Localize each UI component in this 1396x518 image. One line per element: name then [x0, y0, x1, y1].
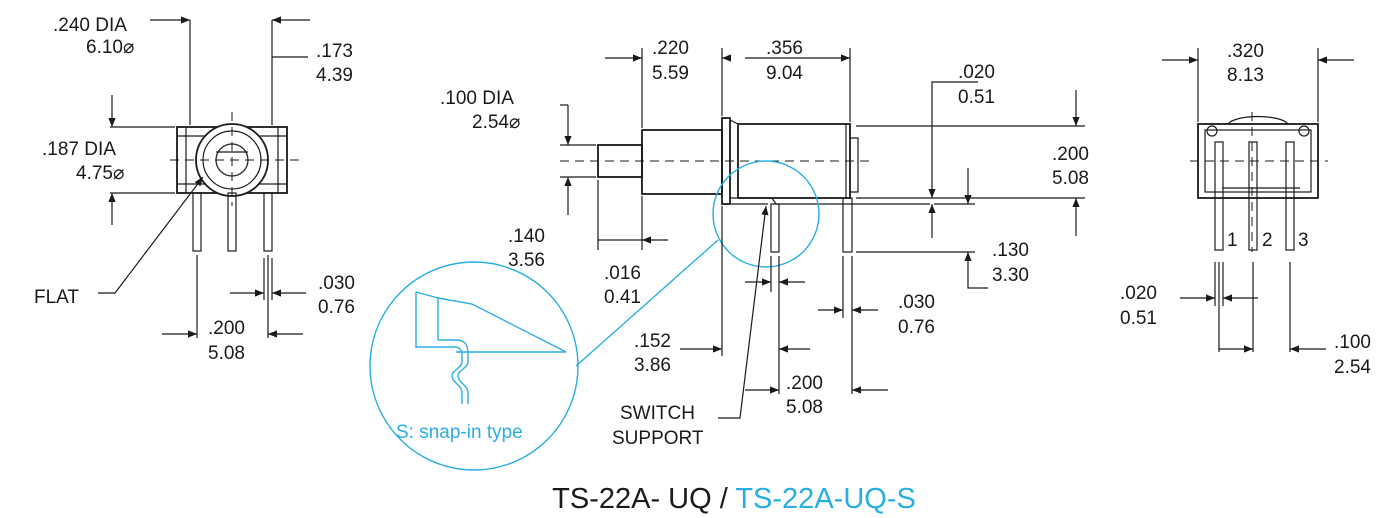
side-height-mm: 5.08 [1052, 168, 1089, 189]
end-pin-label-3: 3 [1298, 230, 1309, 251]
end-width-in: .320 [1227, 41, 1264, 62]
front-pin-left [192, 192, 202, 252]
side-support-label-1: SWITCH [620, 403, 695, 424]
end-pitch-in: .100 [1334, 332, 1371, 353]
side-shaft-dia-in: .100 DIA [440, 88, 514, 109]
side-gap-in: .020 [958, 62, 995, 83]
side-support-pos-mm: 3.86 [634, 355, 671, 376]
front-view: .240 DIA 6.10⌀ .173 4.39 .187 DIA 4.75⌀ … [34, 15, 355, 364]
front-pin-thk-in: .030 [318, 273, 355, 294]
front-pitch-mm: 5.08 [208, 343, 245, 364]
end-pin-3 [1285, 141, 1295, 251]
side-pin-len-in: .130 [992, 240, 1029, 261]
front-pin-thk-mm: 0.76 [318, 297, 355, 318]
snap-in-caption: S: snap-in type [396, 422, 523, 443]
end-pin-label-2: 2 [1262, 230, 1273, 251]
side-height-in: .200 [1052, 144, 1089, 165]
side-detail-circle [712, 160, 820, 268]
side-support-pin [770, 203, 780, 253]
end-pin-2 [1248, 141, 1258, 251]
end-width-mm: 8.13 [1227, 65, 1264, 86]
side-bushing [641, 129, 723, 195]
front-offset-in: .173 [316, 41, 353, 62]
side-pin-pitch-in: .200 [786, 373, 823, 394]
front-flat-label: FLAT [34, 287, 79, 308]
front-dia-inner-in: .187 DIA [42, 139, 116, 160]
end-pin-1 [1214, 141, 1224, 251]
end-view: .320 8.13 1 2 3 .020 0.51 .100 2.54 [1120, 41, 1371, 378]
title-model-snap: TS-22A-UQ-S [735, 483, 915, 515]
side-pin-thk-mm: 0.76 [898, 317, 935, 338]
end-pin-label-1: 1 [1227, 230, 1238, 251]
side-pin-pitch-mm: 5.08 [786, 397, 823, 418]
front-offset-mm: 4.39 [316, 65, 353, 86]
side-len-a-mm: 5.59 [652, 63, 689, 84]
end-pin-thk-in: .020 [1120, 283, 1157, 304]
side-view: .100 DIA 2.54⌀ .220 5.59 .356 9.04 .020 … [440, 38, 1089, 449]
drawing-title: TS-22A- UQ / TS-22A-UQ-S [552, 483, 916, 515]
side-terminal-pin [842, 197, 853, 253]
side-support-thk-in: .016 [604, 263, 641, 284]
front-dia-outer-in: .240 DIA [53, 15, 127, 36]
side-len-b-in: .356 [766, 38, 803, 59]
side-shaft-dia-mm: 2.54⌀ [472, 112, 520, 133]
side-shaft-len-mm: 3.56 [508, 250, 545, 271]
side-support-label-2: SUPPORT [612, 428, 704, 449]
side-gap-mm: 0.51 [958, 87, 995, 108]
side-support-pos-in: .152 [634, 331, 671, 352]
side-len-a-in: .220 [652, 38, 689, 59]
end-pitch-mm: 2.54 [1334, 357, 1371, 378]
end-pin-thk-mm: 0.51 [1120, 308, 1157, 329]
title-separator: / [712, 483, 736, 515]
front-pitch-in: .200 [208, 318, 245, 339]
side-shaft-len-in: .140 [508, 226, 545, 247]
side-len-b-mm: 9.04 [766, 63, 803, 84]
side-pin-len-mm: 3.30 [992, 265, 1029, 286]
snap-in-detail: S: snap-in type [369, 239, 719, 471]
front-dia-outer-mm: 6.10⌀ [86, 37, 134, 58]
front-pin-right [263, 192, 273, 252]
front-pin-center [227, 192, 237, 252]
side-support-thk-mm: 0.41 [604, 287, 641, 308]
side-pin-thk-in: .030 [898, 292, 935, 313]
front-dia-inner-mm: 4.75⌀ [76, 163, 124, 184]
snap-in-detail-circle [369, 261, 579, 471]
title-model: TS-22A- UQ [552, 483, 712, 515]
